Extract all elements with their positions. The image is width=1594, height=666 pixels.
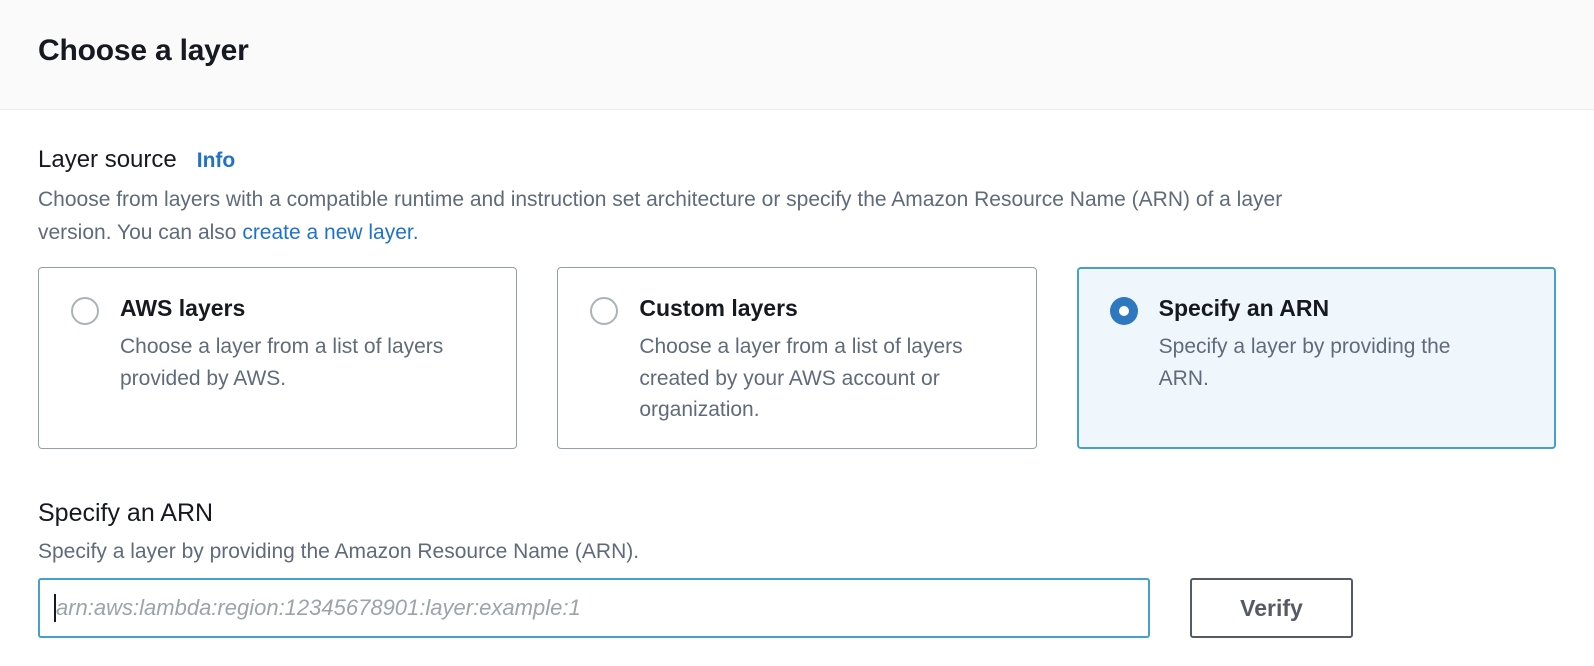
layer-source-options: AWS layers Choose a layer from a list of… bbox=[38, 267, 1556, 450]
radio-custom-layers[interactable] bbox=[590, 297, 619, 326]
create-new-layer-link[interactable]: create a new layer. bbox=[242, 220, 419, 244]
page-title: Choose a layer bbox=[38, 34, 249, 67]
option-card-custom-layers[interactable]: Custom layers Choose a layer from a list… bbox=[557, 267, 1037, 450]
layer-source-description: Choose from layers with a compatible run… bbox=[38, 184, 1518, 249]
specify-arn-section: Specify an ARN Specify a layer by provid… bbox=[38, 499, 1556, 639]
option-description: Choose a layer from a list of layers cre… bbox=[639, 335, 963, 422]
option-title: Specify an ARN bbox=[1158, 295, 1330, 322]
card-inner: AWS layers Choose a layer from a list of… bbox=[71, 295, 488, 394]
layer-source-description-line1: Choose from layers with a compatible run… bbox=[38, 188, 1283, 211]
specify-arn-description: Specify a layer by providing the Amazon … bbox=[38, 540, 640, 564]
arn-input[interactable] bbox=[38, 578, 1150, 639]
layer-source-description-line2-text: version. You can also bbox=[38, 220, 243, 244]
card-text: Custom layers Choose a layer from a list… bbox=[639, 295, 969, 426]
option-title: Custom layers bbox=[639, 295, 798, 322]
arn-input-row: Verify bbox=[38, 578, 1556, 639]
card-inner: Specify an ARN Specify a layer by provid… bbox=[1109, 295, 1527, 394]
info-link[interactable]: Info bbox=[196, 149, 236, 172]
card-text: Specify an ARN Specify a layer by provid… bbox=[1159, 295, 1489, 394]
card-inner: Custom layers Choose a layer from a list… bbox=[590, 295, 1007, 426]
radio-aws-layers[interactable] bbox=[71, 297, 99, 326]
option-card-specify-arn[interactable]: Specify an ARN Specify a layer by provid… bbox=[1076, 267, 1556, 450]
layer-source-description-line2: version. You can also create a new layer… bbox=[38, 217, 1518, 250]
radio-specify-arn[interactable] bbox=[1109, 297, 1138, 326]
card-text: AWS layers Choose a layer from a list of… bbox=[120, 295, 450, 394]
option-title: AWS layers bbox=[120, 295, 246, 322]
panel-header: Choose a layer bbox=[0, 0, 1594, 110]
main-content: Layer source Info Choose from layers wit… bbox=[0, 110, 1594, 639]
option-description: Choose a layer from a list of layers pro… bbox=[120, 335, 444, 390]
arn-input-wrap bbox=[38, 578, 1150, 639]
option-card-aws-layers[interactable]: AWS layers Choose a layer from a list of… bbox=[38, 267, 518, 450]
option-description: Specify a layer by providing the ARN. bbox=[1158, 335, 1451, 390]
verify-button[interactable]: Verify bbox=[1190, 578, 1353, 639]
layer-source-label-row: Layer source Info bbox=[38, 146, 1556, 174]
specify-arn-title: Specify an ARN bbox=[38, 499, 214, 528]
layer-source-label: Layer source bbox=[38, 146, 177, 173]
